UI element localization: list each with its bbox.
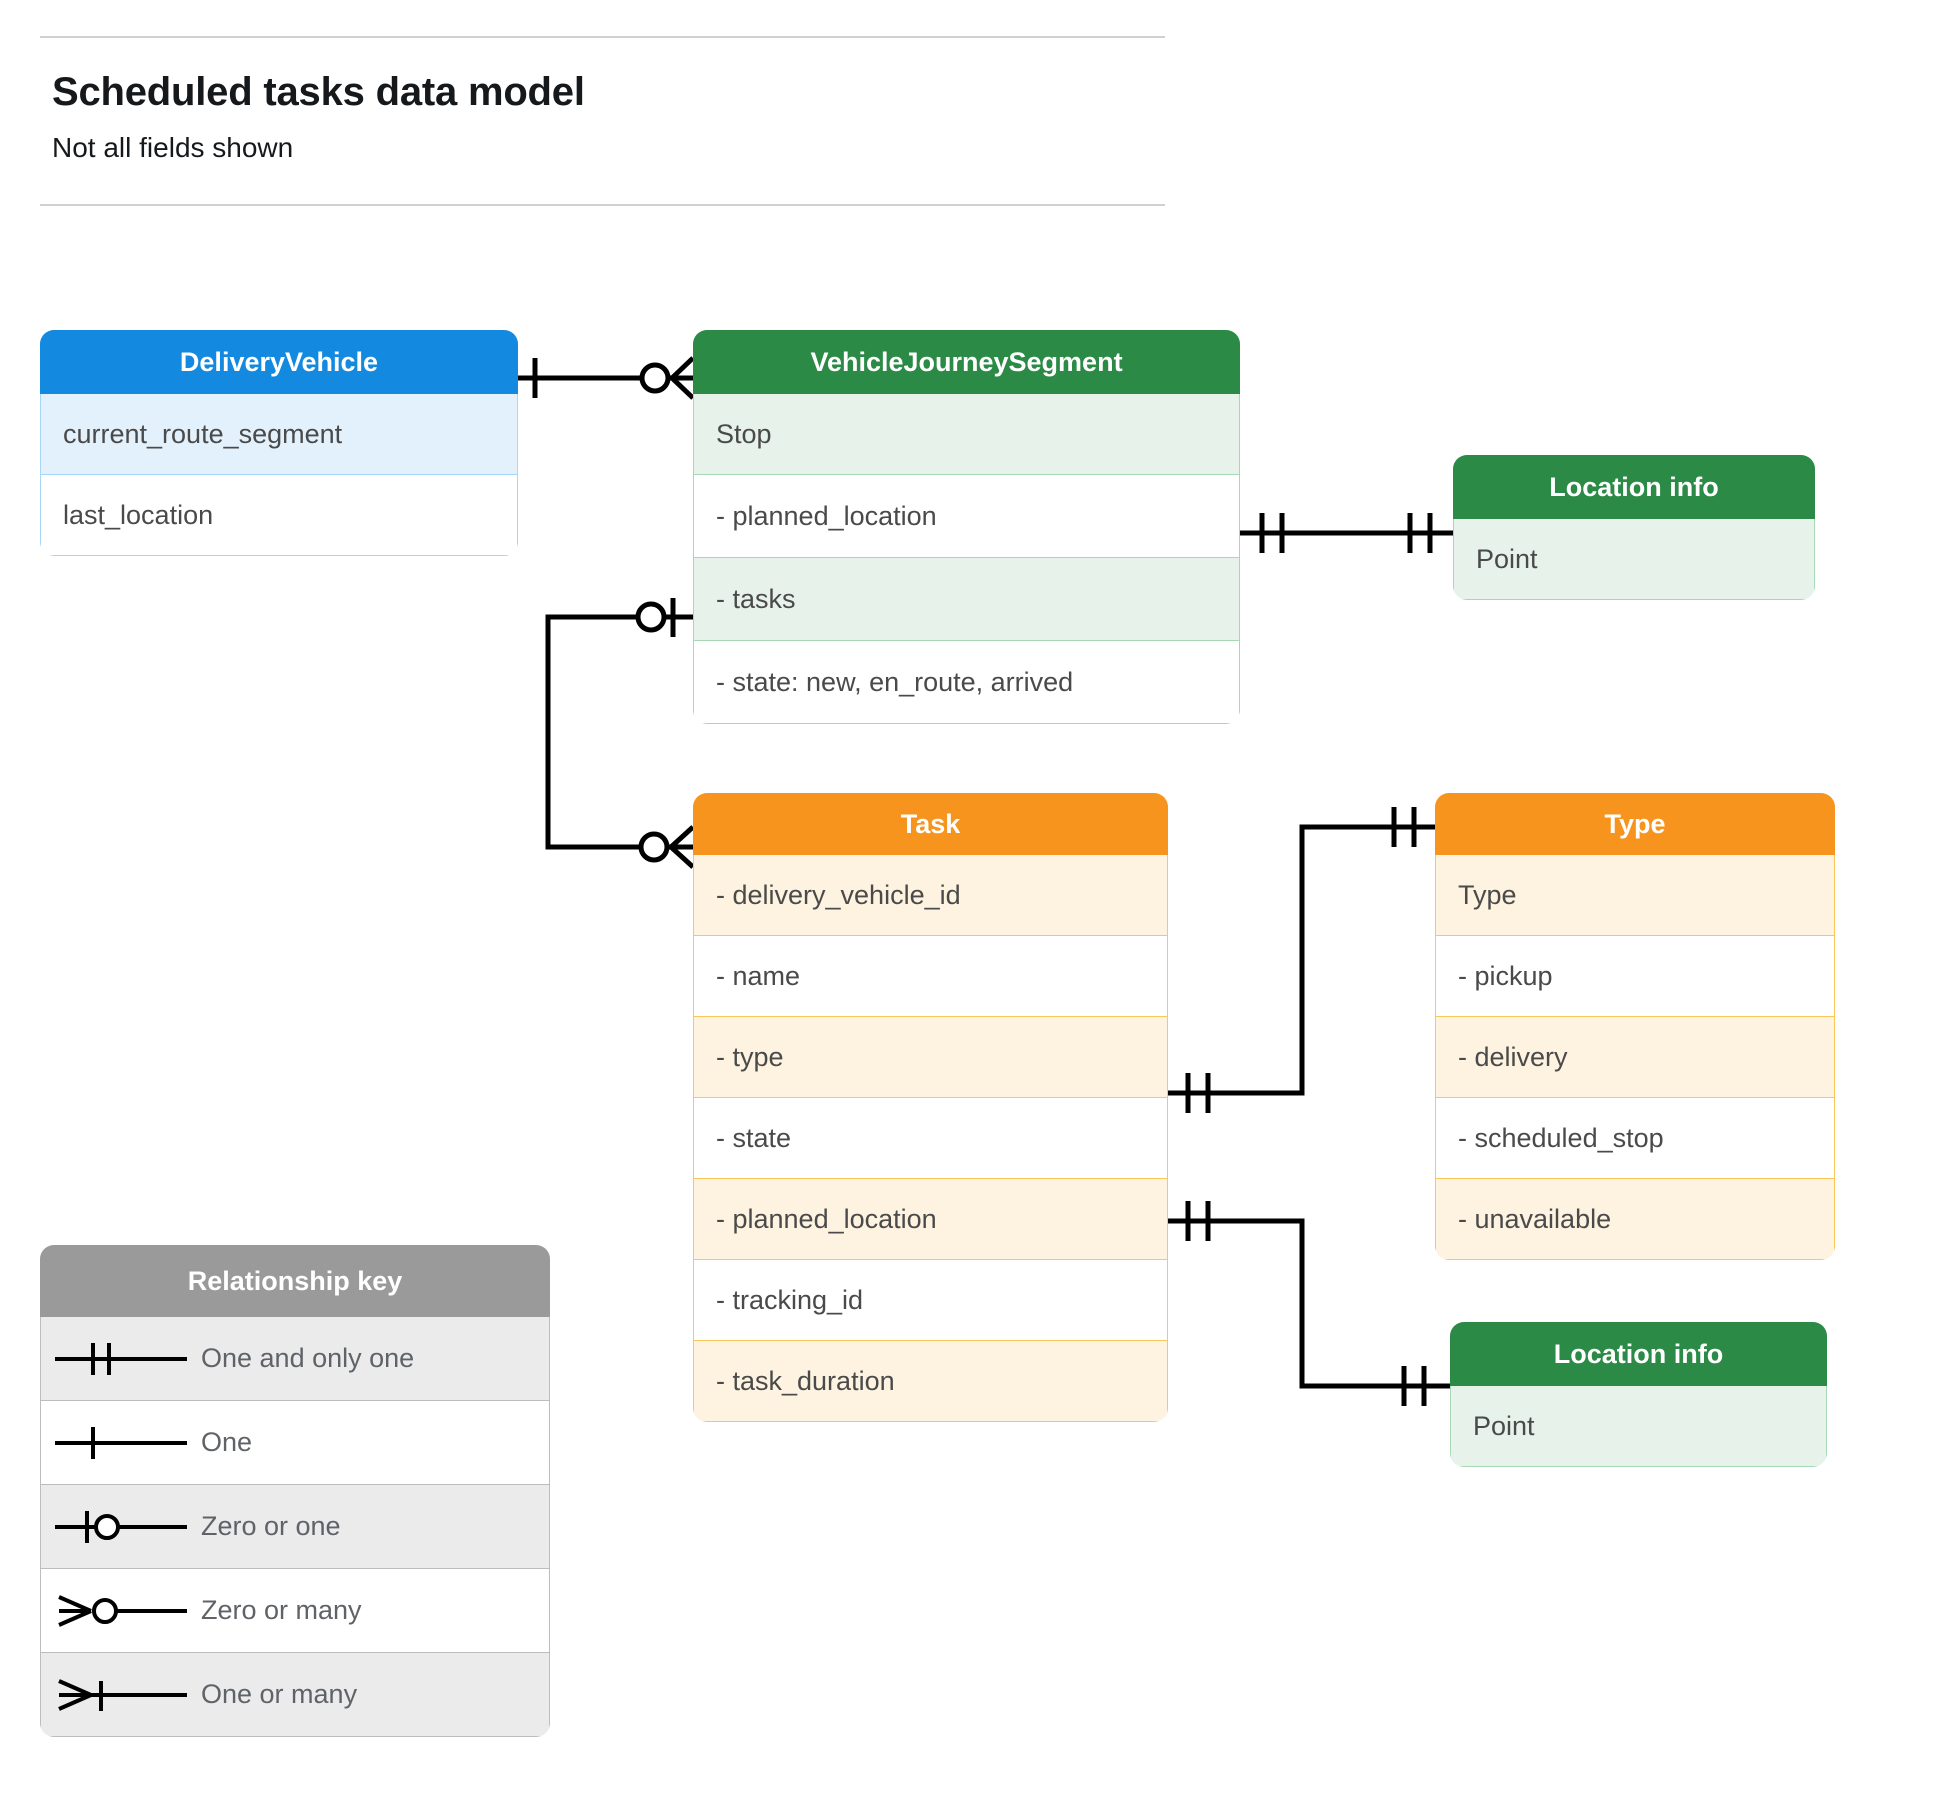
entity-task[interactable]: Task - delivery_vehicle_id - name - type…: [693, 793, 1168, 1422]
entity-field-point-bottom: Point: [1450, 1386, 1827, 1467]
entity-type[interactable]: Type Type - pickup - delivery - schedule…: [1435, 793, 1835, 1260]
entity-vehicle-journey-segment[interactable]: VehicleJourneySegment Stop - planned_loc…: [693, 330, 1240, 724]
entity-field-planned-location: - planned_location: [693, 475, 1240, 558]
entity-location-info-bottom[interactable]: Location info Point: [1450, 1322, 1827, 1467]
entity-field-planned-location: - planned_location: [693, 1179, 1168, 1260]
legend-item-one-or-many: One or many: [40, 1653, 550, 1737]
entity-title-delivery-vehicle: DeliveryVehicle: [40, 330, 518, 394]
entity-field-pickup: - pickup: [1435, 936, 1835, 1017]
legend-label-one-or-many: One or many: [201, 1679, 358, 1709]
entity-field-last-location: last_location: [40, 475, 518, 556]
entity-title-type: Type: [1435, 793, 1835, 855]
entity-field-type: - type: [693, 1017, 1168, 1098]
zero-or-many-icon: [41, 1569, 201, 1652]
entity-field-task-duration: - task_duration: [693, 1341, 1168, 1422]
entity-title-task: Task: [693, 793, 1168, 855]
entity-title-location-info-top: Location info: [1453, 455, 1815, 519]
entity-location-info-top[interactable]: Location info Point: [1453, 455, 1815, 600]
entity-field-tracking-id: - tracking_id: [693, 1260, 1168, 1341]
legend-item-one: One: [40, 1401, 550, 1485]
page-title: Scheduled tasks data model: [52, 70, 585, 114]
legend-label-one: One: [201, 1427, 253, 1457]
entity-field-name: - name: [693, 936, 1168, 1017]
legend-item-zero-or-many: Zero or many: [40, 1569, 550, 1653]
legend-label-zero-or-one: Zero or one: [201, 1511, 341, 1541]
entity-field-delivery-vehicle-id: - delivery_vehicle_id: [693, 855, 1168, 936]
header-divider-bottom: [40, 204, 1165, 206]
entity-field-state: - state: [693, 1098, 1168, 1179]
zero-or-one-icon: [41, 1485, 201, 1568]
entity-field-current-route-segment: current_route_segment: [40, 394, 518, 475]
legend-relationship-key[interactable]: Relationship key One and only one: [40, 1245, 550, 1737]
legend-item-one-and-only-one: One and only one: [40, 1317, 550, 1401]
entity-field-point-top: Point: [1453, 519, 1815, 600]
entity-field-type-label: Type: [1435, 855, 1835, 936]
one-and-only-one-icon: [41, 1317, 201, 1400]
entity-field-unavailable: - unavailable: [1435, 1179, 1835, 1260]
header-divider-top: [40, 36, 1165, 38]
entity-field-delivery: - delivery: [1435, 1017, 1835, 1098]
legend-item-zero-or-one: Zero or one: [40, 1485, 550, 1569]
one-or-many-icon: [41, 1653, 201, 1736]
entity-title-location-info-bottom: Location info: [1450, 1322, 1827, 1386]
page-subtitle: Not all fields shown: [52, 132, 294, 163]
entity-field-tasks: - tasks: [693, 558, 1240, 641]
legend-label-one-and-only-one: One and only one: [201, 1343, 415, 1373]
entity-field-stop: Stop: [693, 394, 1240, 475]
entity-field-scheduled-stop: - scheduled_stop: [1435, 1098, 1835, 1179]
entity-field-state: - state: new, en_route, arrived: [693, 641, 1240, 724]
one-icon: [41, 1401, 201, 1484]
legend-title: Relationship key: [40, 1245, 550, 1317]
entity-title-vehicle-journey-segment: VehicleJourneySegment: [693, 330, 1240, 394]
entity-delivery-vehicle[interactable]: DeliveryVehicle current_route_segment la…: [40, 330, 518, 556]
legend-label-zero-or-many: Zero or many: [201, 1595, 362, 1625]
